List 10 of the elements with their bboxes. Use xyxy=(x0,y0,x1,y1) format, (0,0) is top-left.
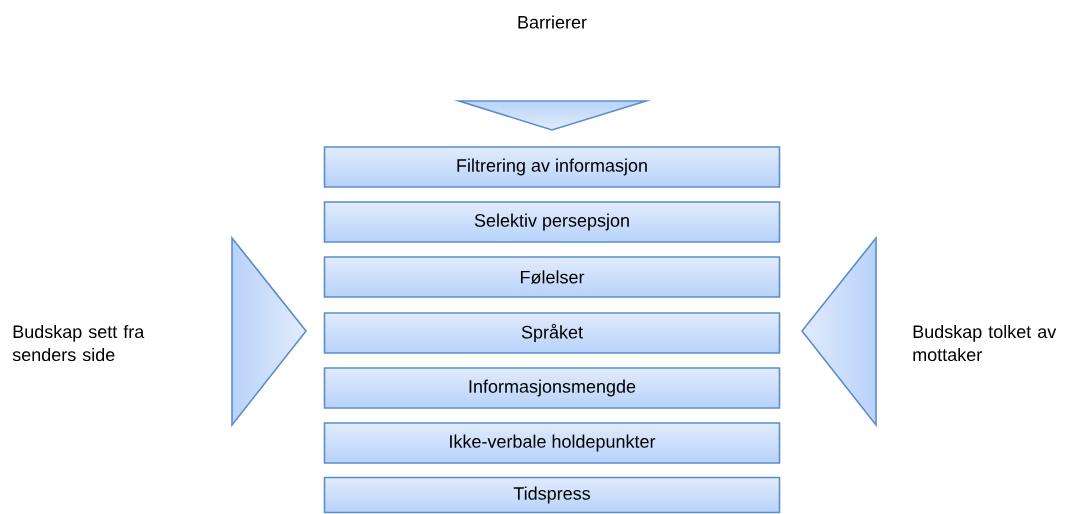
barrier-box: Selektiv persepsjon xyxy=(323,201,781,243)
barrier-box: Språket xyxy=(323,312,781,354)
node-label: Barrierer xyxy=(518,15,587,29)
barrier-box: Tidspress xyxy=(323,476,781,514)
node-label: Budskap sett fra senders side xyxy=(12,324,145,362)
barrier-box: Informasjonsmengde xyxy=(323,367,781,409)
barrier-box: Følelser xyxy=(323,256,781,298)
node-label: Budskap tolket av mottaker xyxy=(913,324,1057,362)
barrier-box: Filtrering av informasjon xyxy=(323,146,781,188)
barrier-box: Ikke-verbale holdepunkter xyxy=(323,422,781,464)
